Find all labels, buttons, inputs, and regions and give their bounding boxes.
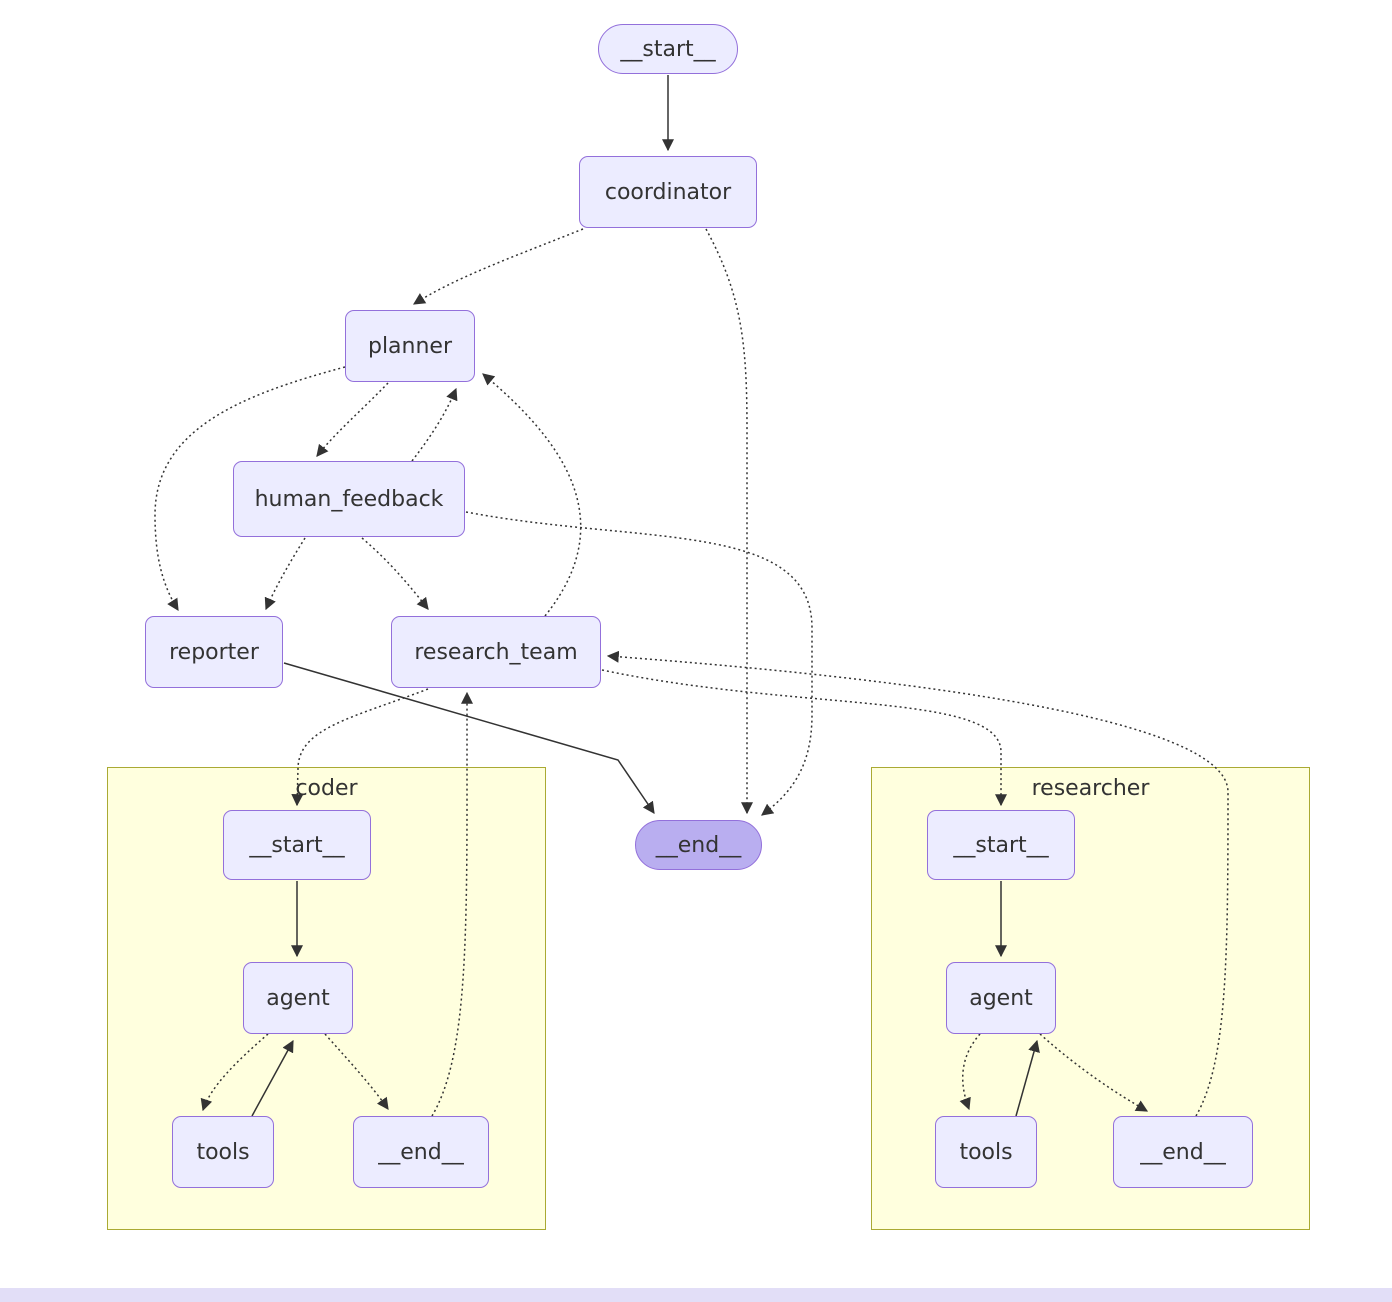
edge-humanfeedback-planner (411, 387, 458, 462)
node-researcher-end-label: __end__ (1140, 1139, 1226, 1165)
edge-coordinator-planner (412, 228, 584, 305)
node-human-feedback: human_feedback (233, 461, 465, 537)
node-researcher-start-label: __start__ (953, 832, 1049, 858)
node-planner-label: planner (367, 333, 453, 359)
node-research-team: research_team (391, 616, 601, 688)
edge-planner-humanfeedback (316, 382, 389, 457)
edge-researcher-agent-end (1039, 1033, 1149, 1112)
node-coder-start: __start__ (223, 810, 371, 880)
cluster-researcher-label: researcher (1031, 776, 1150, 801)
node-coder-tools: tools (172, 1116, 274, 1188)
node-planner: planner (345, 310, 475, 382)
edge-researchteam-coder-start (291, 688, 429, 807)
edge-coder-end-researchteam (431, 691, 473, 1117)
node-researcher-start: __start__ (927, 810, 1075, 880)
node-coordinator: coordinator (579, 156, 757, 228)
edge-researcher-agent-tools (959, 1033, 981, 1111)
edge-humanfeedback-reporter (264, 537, 306, 611)
edge-coder-tools-agent (251, 1039, 294, 1117)
node-start-label: __start__ (620, 36, 716, 62)
edge-researcher-end-researchteam (606, 650, 1229, 1117)
edge-coder-agent-tools (200, 1033, 269, 1112)
edge-humanfeedback-researchteam (361, 537, 429, 610)
bottom-strip (0, 1288, 1392, 1302)
node-end: __end__ (635, 820, 762, 870)
cluster-coder-label: coder (295, 776, 358, 801)
node-reporter: reporter (145, 616, 283, 688)
edge-researchteam-planner (482, 373, 582, 617)
edge-planner-reporter (154, 366, 346, 612)
node-coder-tools-label: tools (196, 1139, 250, 1165)
node-coder-agent-label: agent (266, 985, 330, 1011)
edge-researchteam-researcher-start (601, 669, 1007, 807)
node-coder-end: __end__ (353, 1116, 489, 1188)
node-coder-agent: agent (243, 962, 353, 1034)
node-coder-start-label: __start__ (249, 832, 345, 858)
edge-researcher-tools-agent (1015, 1039, 1040, 1117)
node-research-team-label: research_team (414, 639, 578, 665)
edge-reporter-end (283, 662, 655, 814)
node-researcher-end: __end__ (1113, 1116, 1253, 1188)
node-researcher-tools: tools (935, 1116, 1037, 1188)
node-researcher-agent: agent (946, 962, 1056, 1034)
node-start: __start__ (598, 24, 738, 74)
node-human-feedback-label: human_feedback (254, 486, 444, 512)
node-researcher-tools-label: tools (959, 1139, 1013, 1165)
node-reporter-label: reporter (169, 639, 259, 665)
node-coder-end-label: __end__ (378, 1139, 464, 1165)
edge-coordinator-end (705, 228, 753, 815)
node-end-label: __end__ (655, 832, 742, 858)
edge-coder-agent-end (324, 1033, 389, 1110)
node-researcher-agent-label: agent (969, 985, 1033, 1011)
node-coordinator-label: coordinator (604, 179, 732, 205)
